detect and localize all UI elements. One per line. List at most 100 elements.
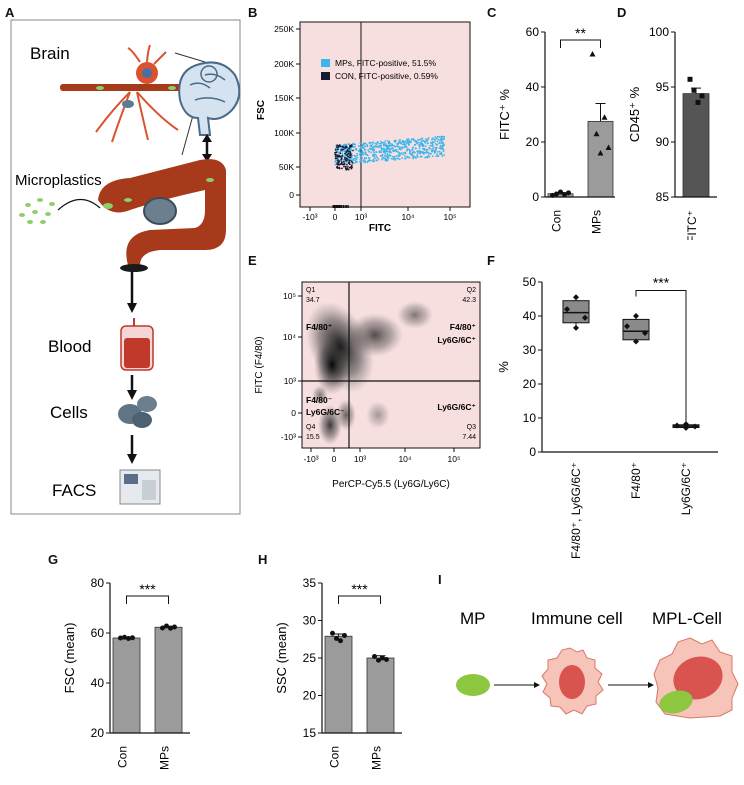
event-mps	[354, 159, 357, 162]
data-point	[118, 635, 123, 641]
event-con	[349, 152, 352, 155]
event-con	[339, 152, 342, 155]
event-con	[350, 145, 353, 148]
ytick-label: 15	[303, 726, 317, 740]
event-mps	[433, 138, 435, 141]
event-mps	[387, 157, 390, 160]
event-mps	[352, 142, 355, 145]
data-point	[695, 99, 701, 105]
event-mps	[364, 157, 366, 160]
event-mps	[434, 146, 436, 149]
event-mps	[434, 140, 436, 142]
label-blood: Blood	[48, 337, 91, 356]
event-mps	[437, 155, 439, 158]
quadrant-id: Q4	[306, 424, 315, 431]
event-con	[348, 156, 351, 159]
event-con	[348, 159, 351, 162]
data-point	[564, 306, 570, 313]
quadrant-label: Ly6G/6C⁻	[306, 407, 345, 417]
immune-cell-icon	[541, 647, 604, 715]
event-mps	[384, 140, 387, 142]
event-mps	[403, 146, 406, 149]
event-mps	[370, 145, 372, 148]
event-con	[345, 146, 348, 149]
event-con	[336, 144, 339, 147]
event-mps	[386, 150, 389, 153]
data-point	[558, 189, 563, 195]
event-mps	[396, 145, 399, 148]
event-con	[348, 163, 351, 166]
event-con	[335, 151, 338, 154]
data-point	[674, 422, 680, 429]
event-mps	[386, 154, 389, 157]
event-con	[337, 144, 340, 147]
panel-letter-b: B	[248, 5, 258, 20]
data-point	[554, 191, 559, 197]
event-mps	[434, 136, 437, 138]
event-mps	[383, 148, 386, 150]
event-mps	[443, 136, 446, 138]
data-point	[342, 633, 347, 638]
event-mps	[356, 154, 359, 157]
event-mps	[415, 147, 417, 150]
panel-b-xtick: 10⁴	[401, 212, 414, 222]
data-point	[376, 657, 381, 663]
event-con	[343, 165, 345, 168]
xtick-label: MPs	[370, 746, 384, 770]
ytick-label: 25	[303, 651, 317, 665]
event-mps	[395, 139, 397, 142]
event-mps	[392, 144, 395, 147]
event-mps	[354, 145, 356, 148]
event-mps	[361, 157, 364, 159]
event-mps	[374, 142, 376, 145]
panel-b-ytick: 250K	[274, 24, 294, 34]
xtick-label: Ly6G/6C⁺	[679, 462, 693, 515]
event-mps	[341, 150, 343, 153]
panel-e-xtick: 10³	[354, 454, 366, 464]
event-mps	[355, 148, 357, 150]
data-point	[601, 114, 608, 120]
event-mps	[442, 145, 444, 148]
event-mps	[430, 144, 432, 147]
ytick-label: 0	[532, 190, 539, 204]
panel-b-ylabel: FSC	[256, 100, 267, 120]
event-mps	[428, 146, 431, 149]
ytick-label: 20	[303, 689, 317, 703]
event-con	[336, 167, 339, 169]
ytick-label: 40	[91, 676, 105, 690]
event-mps	[359, 142, 362, 145]
event-mps	[432, 145, 434, 148]
event-mps	[416, 141, 418, 143]
event-mps	[375, 145, 378, 148]
event-mps	[389, 154, 392, 157]
event-mps	[437, 138, 440, 141]
event-mps	[442, 142, 445, 144]
event-con	[341, 167, 343, 170]
event-mps	[438, 147, 441, 150]
event-mps	[410, 138, 413, 141]
panel-i-schematic: MP Immune cell MPL-Cell	[456, 609, 739, 719]
event-mps	[415, 157, 417, 160]
event-mps	[423, 147, 426, 150]
data-point	[692, 423, 698, 430]
data-point	[330, 630, 335, 636]
panel-e-ytick: -10³	[281, 432, 296, 442]
panel-b-plot-area	[299, 21, 471, 208]
label-facs: FACS	[52, 481, 96, 500]
event-mps	[427, 142, 429, 145]
event-mps	[424, 145, 427, 148]
data-point	[597, 150, 604, 156]
event-mps	[414, 139, 417, 142]
event-mps	[431, 148, 433, 151]
panel-e-xtick: 10⁵	[448, 454, 461, 464]
event-mps	[431, 137, 434, 139]
event-mps	[441, 142, 443, 144]
event-mps	[416, 154, 418, 157]
event-mps	[428, 155, 431, 158]
event-mps	[427, 137, 430, 139]
panel-a-schematic: Brain Microplastics Blood	[10, 19, 241, 515]
event-mps	[381, 141, 384, 144]
quadrant-value: 15.5	[306, 434, 320, 441]
event-con	[336, 163, 339, 166]
event-mps	[395, 157, 397, 160]
